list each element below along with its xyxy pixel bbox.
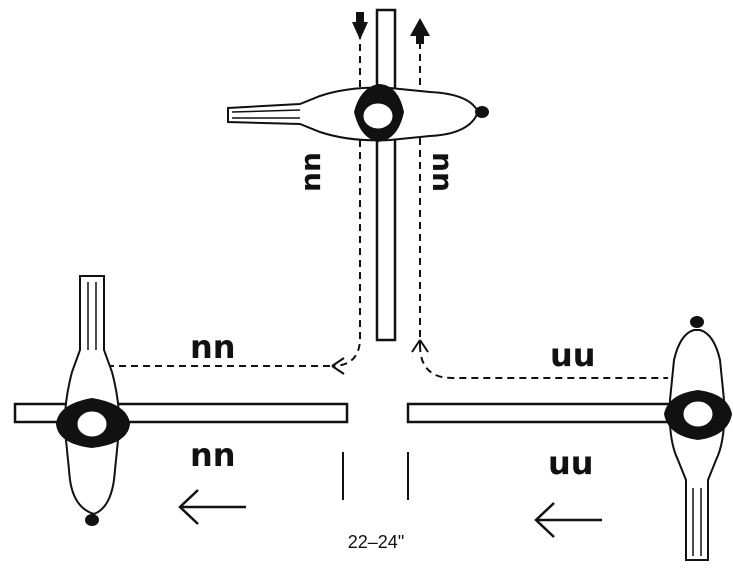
top-walker-figure xyxy=(227,84,489,142)
top-walker-head-icon xyxy=(360,100,396,132)
right-dashed-curve xyxy=(419,344,668,379)
right-horizontal-bar xyxy=(406,402,710,424)
right-upper-mark: uu xyxy=(550,336,596,374)
left-upper-mark: nn xyxy=(190,328,236,366)
down-arrow-icon xyxy=(352,12,368,40)
left-walker-head-icon xyxy=(74,408,110,440)
left-dashed-path xyxy=(331,32,361,367)
right-lower-mark: uu xyxy=(548,444,594,482)
right-walker-figure xyxy=(664,316,732,561)
top-left-mark: nn xyxy=(294,152,327,192)
dashed-paths xyxy=(110,30,668,379)
up-arrow-icon xyxy=(410,18,430,44)
right-walker-head-icon xyxy=(680,398,716,430)
left-direction-arrow-icon xyxy=(178,489,246,525)
vertical-bar xyxy=(375,8,397,342)
gap-label: 22–24" xyxy=(348,532,404,552)
left-turn-arrowhead-icon xyxy=(331,357,345,375)
right-turn-arrowhead-icon xyxy=(411,339,429,353)
right-direction-arrow-icon xyxy=(534,502,602,538)
top-right-mark: uu xyxy=(422,152,455,192)
left-walker-figure xyxy=(56,275,130,526)
left-lower-mark: nn xyxy=(190,436,236,474)
